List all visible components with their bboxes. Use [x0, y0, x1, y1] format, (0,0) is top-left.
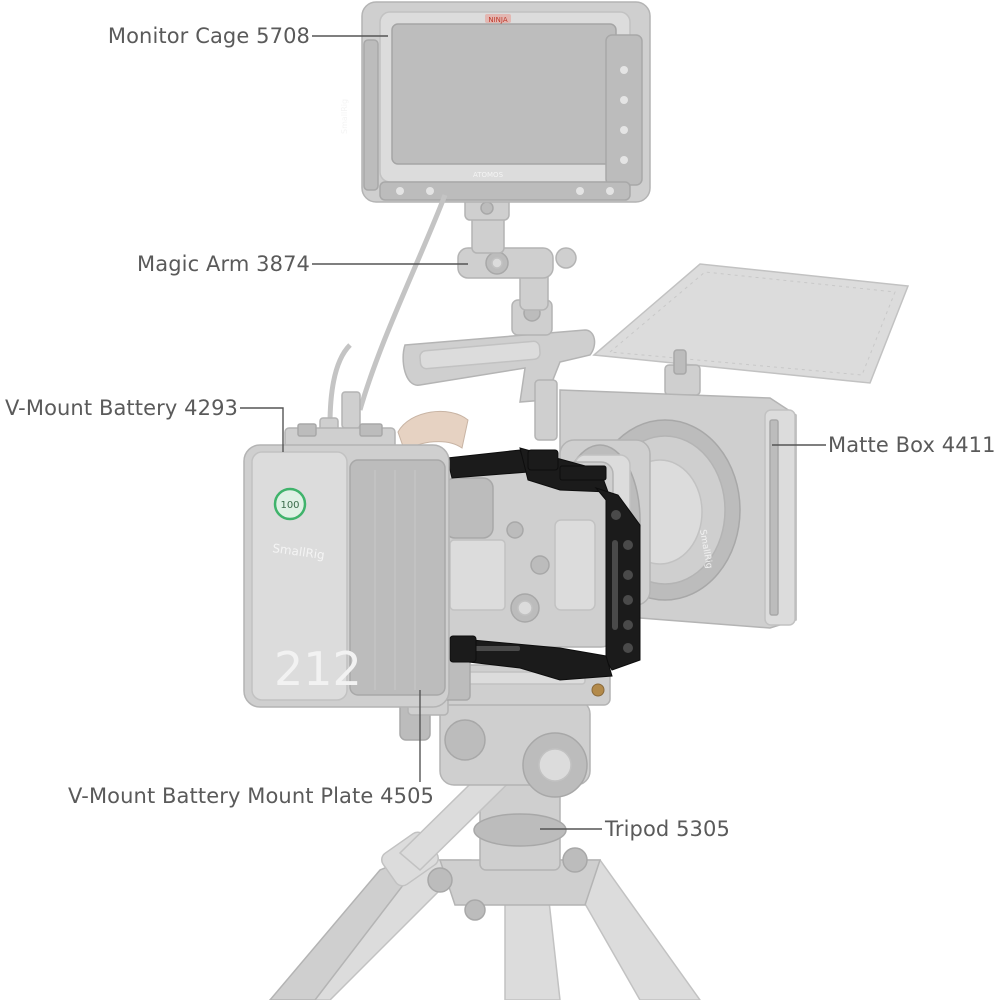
- magic-arm-graphic: [457, 195, 577, 311]
- camera-body-graphic: [444, 461, 614, 648]
- callout-matte-box: Matte Box 4411: [828, 433, 996, 457]
- monitor-brand-label: NINJA: [488, 16, 507, 24]
- camera-cage-graphic: [446, 447, 641, 681]
- leader-lines: [240, 35, 826, 830]
- callout-battery-mount-plate: V-Mount Battery Mount Plate 4505: [68, 784, 434, 808]
- monitor-cage-brand-label: SmallRig: [340, 99, 349, 134]
- callout-monitor-cage: Monitor Cage 5708: [107, 24, 310, 48]
- monitor-cage-graphic: NINJA ATOMOS SmallRig: [340, 1, 651, 203]
- callout-magic-arm: Magic Arm 3874: [137, 252, 310, 276]
- battery-capacity-label: 212: [274, 642, 362, 696]
- tripod-graphic: [268, 779, 701, 1000]
- callout-tripod: Tripod 5305: [605, 817, 730, 841]
- leader-vmount-battery: [240, 407, 284, 452]
- power-cable-graphic: [319, 194, 448, 441]
- vmount-battery-graphic: 100 SmallRig 212: [243, 423, 450, 708]
- callout-vmount-battery: V-Mount Battery 4293: [4, 396, 238, 420]
- monitor-maker-label: ATOMOS: [473, 171, 504, 179]
- battery-badge-label: 100: [280, 500, 299, 511]
